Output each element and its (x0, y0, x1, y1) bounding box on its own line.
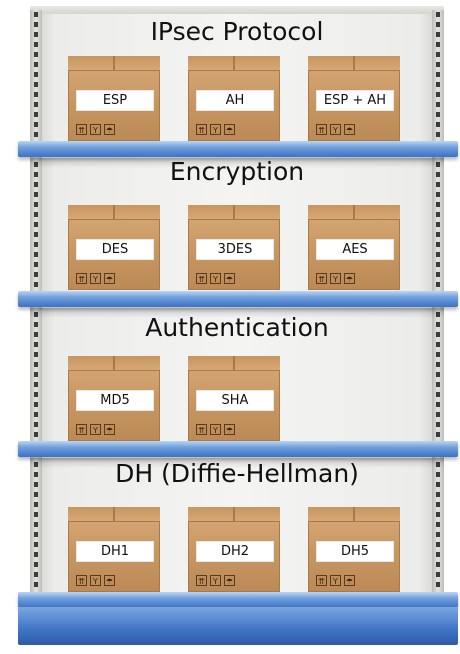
fragile-glass-icon: Y (210, 575, 221, 586)
shelf-title-dh: DH (Diffie-Hellman) (115, 459, 359, 488)
box-label: AES (316, 239, 394, 260)
keep-dry-umbrella-icon: ☂ (224, 424, 235, 435)
box-label: SHA (196, 390, 274, 411)
fragile-glass-icon: Y (90, 575, 101, 586)
rack-holes-left (34, 12, 38, 602)
box-label: DH1 (76, 541, 154, 562)
shelf-title-ipsec-protocol: IPsec Protocol (150, 17, 324, 46)
box-des: DES ⇈Y☂ (68, 205, 160, 290)
shelf-title-authentication: Authentication (145, 313, 329, 342)
upright-arrows-icon: ⇈ (196, 124, 207, 135)
upright-arrows-icon: ⇈ (196, 424, 207, 435)
box-esp-ah: ESP + AH ⇈Y☂ (308, 56, 400, 141)
keep-dry-umbrella-icon: ☂ (104, 273, 115, 284)
rack-holes-right (436, 12, 440, 602)
keep-dry-umbrella-icon: ☂ (104, 575, 115, 586)
box-esp: ESP ⇈Y☂ (68, 56, 160, 141)
upright-arrows-icon: ⇈ (316, 273, 327, 284)
keep-dry-umbrella-icon: ☂ (224, 575, 235, 586)
shelf-shadow (30, 458, 444, 468)
fragile-glass-icon: Y (90, 273, 101, 284)
box-label: MD5 (76, 390, 154, 411)
box-dh1: DH1 ⇈Y☂ (68, 507, 160, 592)
box-label: AH (196, 90, 274, 111)
upright-arrows-icon: ⇈ (316, 575, 327, 586)
keep-dry-umbrella-icon: ☂ (224, 124, 235, 135)
box-label: DH2 (196, 541, 274, 562)
upright-arrows-icon: ⇈ (76, 424, 87, 435)
fragile-glass-icon: Y (210, 124, 221, 135)
box-aes: AES ⇈Y☂ (308, 205, 400, 290)
box-label: ESP + AH (316, 90, 394, 111)
upright-arrows-icon: ⇈ (76, 273, 87, 284)
upright-arrows-icon: ⇈ (76, 124, 87, 135)
fragile-glass-icon: Y (330, 575, 341, 586)
box-label: DH5 (316, 541, 394, 562)
upright-arrows-icon: ⇈ (196, 575, 207, 586)
box-3des: 3DES ⇈Y☂ (188, 205, 280, 290)
fragile-glass-icon: Y (210, 273, 221, 284)
box-label: 3DES (196, 239, 274, 260)
rack-base (18, 607, 458, 645)
box-dh2: DH2 ⇈Y☂ (188, 507, 280, 592)
box-dh5: DH5 ⇈Y☂ (308, 507, 400, 592)
keep-dry-umbrella-icon: ☂ (104, 124, 115, 135)
rack-top-cap (30, 6, 444, 16)
keep-dry-umbrella-icon: ☂ (344, 273, 355, 284)
shelf-board (18, 592, 458, 608)
shelf-board (18, 441, 458, 457)
fragile-glass-icon: Y (90, 124, 101, 135)
fragile-glass-icon: Y (90, 424, 101, 435)
shelf-board (18, 291, 458, 307)
shelf-shadow (30, 158, 444, 168)
box-md5: MD5 ⇈Y☂ (68, 356, 160, 441)
fragile-glass-icon: Y (330, 273, 341, 284)
box-label: ESP (76, 90, 154, 111)
fragile-glass-icon: Y (330, 124, 341, 135)
keep-dry-umbrella-icon: ☂ (344, 575, 355, 586)
box-ah: AH ⇈Y☂ (188, 56, 280, 141)
keep-dry-umbrella-icon: ☂ (104, 424, 115, 435)
upright-arrows-icon: ⇈ (196, 273, 207, 284)
box-sha: SHA ⇈Y☂ (188, 356, 280, 441)
upright-arrows-icon: ⇈ (316, 124, 327, 135)
shelf-title-encryption: Encryption (169, 157, 305, 186)
shelf-shadow (30, 308, 444, 318)
keep-dry-umbrella-icon: ☂ (344, 124, 355, 135)
upright-arrows-icon: ⇈ (76, 575, 87, 586)
shelf-board (18, 141, 458, 157)
keep-dry-umbrella-icon: ☂ (224, 273, 235, 284)
fragile-glass-icon: Y (210, 424, 221, 435)
box-label: DES (76, 239, 154, 260)
